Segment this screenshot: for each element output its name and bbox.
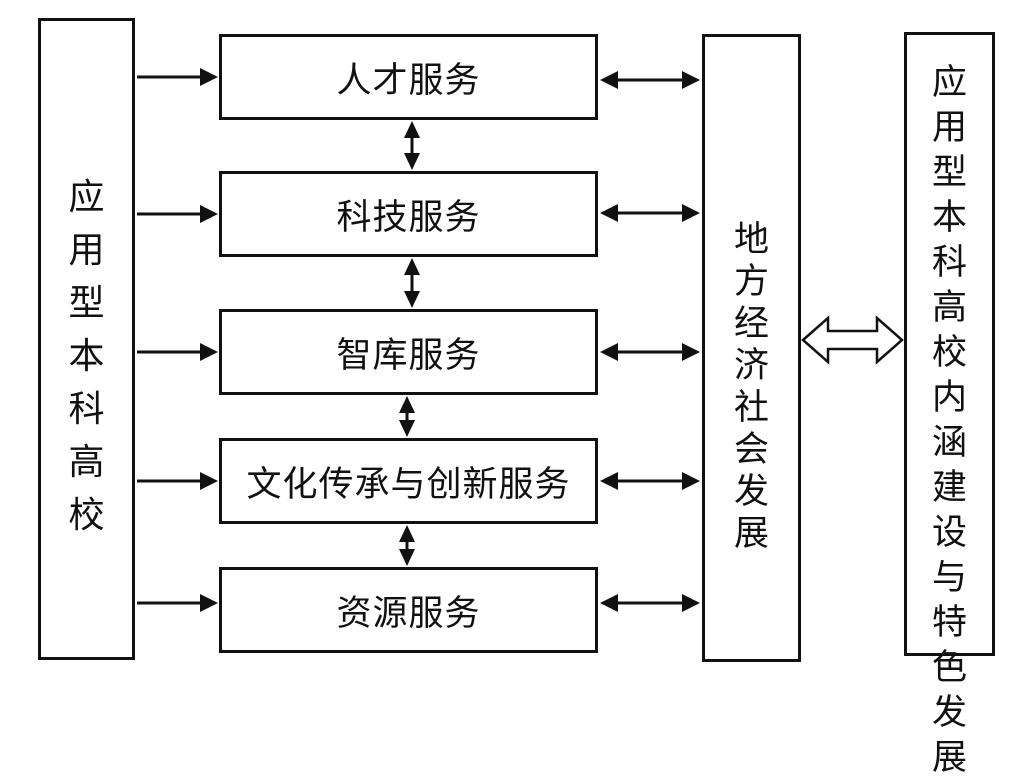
double-arrow-think-tank-local bbox=[600, 343, 700, 361]
arrow-university-to-resource bbox=[137, 594, 218, 612]
double-arrow-talent-local bbox=[600, 71, 700, 89]
vertical-char: 科 bbox=[931, 243, 967, 283]
double-arrow-culture-resource bbox=[399, 525, 415, 566]
double-arrow-talent-technology bbox=[404, 121, 420, 170]
culture-service-label: 文化传承与创新服务 bbox=[246, 464, 571, 505]
vertical-char: 发 bbox=[733, 472, 769, 512]
arrow-university-to-talent bbox=[137, 68, 218, 86]
vertical-char: 型 bbox=[68, 283, 105, 324]
double-arrow-technology-think-tank bbox=[404, 258, 420, 308]
vertical-char: 会 bbox=[733, 430, 769, 470]
vertical-char: 校 bbox=[68, 495, 105, 536]
technology-service-box: 科技服务 bbox=[219, 171, 598, 257]
vertical-char: 济 bbox=[733, 346, 769, 386]
hollow-double-arrow-local-connotation bbox=[801, 315, 904, 365]
arrow-university-to-culture bbox=[137, 472, 218, 490]
connotation-development-box: 应用型本科高校内涵建设与特色发展 bbox=[904, 32, 995, 778]
vertical-char: 型 bbox=[931, 153, 967, 193]
vertical-char: 本 bbox=[931, 198, 967, 238]
culture-service-box: 文化传承与创新服务 bbox=[219, 438, 598, 524]
vertical-char: 内 bbox=[931, 378, 967, 418]
vertical-char: 展 bbox=[931, 738, 967, 778]
resource-service-box: 资源服务 bbox=[219, 567, 598, 653]
vertical-char: 建 bbox=[931, 468, 967, 508]
vertical-char: 本 bbox=[68, 336, 105, 377]
double-arrow-think-tank-culture bbox=[399, 396, 415, 437]
vertical-char: 与 bbox=[931, 558, 967, 598]
talent-service-label: 人才服务 bbox=[336, 60, 481, 101]
vertical-char: 高 bbox=[68, 442, 105, 483]
vertical-char: 用 bbox=[931, 108, 967, 148]
vertical-char: 涵 bbox=[931, 423, 967, 463]
vertical-char: 应 bbox=[68, 177, 105, 218]
vertical-char: 社 bbox=[733, 388, 769, 428]
vertical-char: 设 bbox=[931, 513, 967, 553]
think-tank-service-box: 智库服务 bbox=[219, 309, 598, 395]
double-arrow-technology-local bbox=[600, 204, 700, 222]
vertical-char: 科 bbox=[68, 389, 105, 430]
resource-service-label: 资源服务 bbox=[336, 593, 481, 634]
vertical-char: 发 bbox=[931, 693, 967, 733]
double-arrow-resource-local bbox=[600, 594, 700, 612]
arrow-university-to-technology bbox=[137, 205, 218, 223]
talent-service-box: 人才服务 bbox=[219, 34, 598, 120]
vertical-char: 特 bbox=[931, 603, 967, 643]
arrow-university-to-think-tank bbox=[137, 343, 218, 361]
vertical-char: 高 bbox=[931, 288, 967, 328]
double-arrow-culture-local bbox=[600, 472, 700, 490]
university-box: 应用型本科高校 bbox=[38, 18, 135, 660]
university-label: 应用型本科高校 bbox=[41, 171, 132, 542]
local-development-label: 地方经济社会发展 bbox=[705, 219, 798, 555]
connotation-development-label: 应用型本科高校内涵建设与特色发展 bbox=[907, 61, 992, 781]
technology-service-label: 科技服务 bbox=[336, 197, 481, 238]
vertical-char: 方 bbox=[733, 262, 769, 302]
vertical-char: 校 bbox=[931, 333, 967, 373]
vertical-char: 应 bbox=[931, 63, 967, 103]
think-tank-service-label: 智库服务 bbox=[336, 335, 481, 376]
vertical-char: 地 bbox=[733, 220, 769, 260]
vertical-char: 展 bbox=[733, 514, 769, 554]
vertical-char: 色 bbox=[931, 648, 967, 688]
vertical-char: 用 bbox=[68, 230, 105, 271]
vertical-char: 经 bbox=[733, 304, 769, 344]
local-development-box: 地方经济社会发展 bbox=[702, 34, 801, 662]
